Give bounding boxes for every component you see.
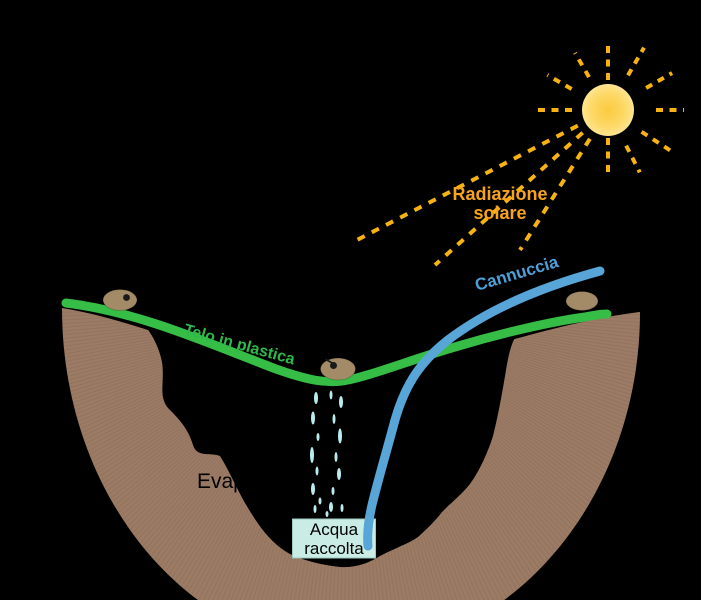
water-droplet <box>311 411 315 425</box>
water-droplet <box>339 396 343 408</box>
stones <box>102 289 599 381</box>
collected-water-label-line2: raccolta <box>304 539 364 558</box>
water-droplet <box>329 502 333 512</box>
water-droplet <box>340 504 344 512</box>
sun <box>356 44 684 267</box>
radiation-label-line1: Radiazione <box>452 184 547 204</box>
water-droplet <box>334 452 338 462</box>
water-droplet <box>338 428 342 444</box>
water-droplets <box>310 390 344 517</box>
water-droplet <box>325 511 329 517</box>
sun-ray-short <box>626 46 646 77</box>
sun-ray-long <box>518 137 592 252</box>
evaporation-label: Evaporazione <box>197 470 325 493</box>
straw-tube <box>363 266 605 551</box>
radiation-label: Radiazione solare <box>452 184 547 223</box>
water-droplet <box>313 505 317 513</box>
water-droplet <box>314 392 318 404</box>
sun-ray-short <box>640 130 673 154</box>
collected-water-box: Acqua raccolta <box>292 518 376 559</box>
water-droplet <box>337 468 341 480</box>
sun-ray-short <box>624 144 642 174</box>
sun-ray-long <box>433 131 585 267</box>
water-droplet <box>315 466 319 476</box>
stone-left-dot <box>123 294 130 301</box>
stone-middle-scratch <box>325 358 335 365</box>
sun-ray-short <box>573 51 591 79</box>
water-droplet <box>311 483 315 495</box>
sun-ray-short <box>645 71 674 90</box>
collected-water-rect <box>292 518 376 559</box>
water-droplet <box>331 487 335 495</box>
water-droplet <box>316 433 320 441</box>
stone-right <box>565 291 599 311</box>
sun-ray-short <box>546 73 573 91</box>
stone-middle <box>320 357 356 381</box>
collected-water-label-line1: Acqua <box>310 520 359 539</box>
plastic-sheet <box>61 298 612 387</box>
stone-left <box>102 289 138 311</box>
water-droplet <box>310 447 314 463</box>
water-droplet <box>332 414 336 424</box>
pit-hole <box>135 313 516 568</box>
sun-rays <box>356 44 684 267</box>
sun-disc <box>582 84 634 136</box>
water-droplet <box>329 390 333 400</box>
stone-middle-dot <box>330 362 337 369</box>
radiation-label-line2: solare <box>473 203 526 223</box>
water-droplet <box>318 497 322 505</box>
